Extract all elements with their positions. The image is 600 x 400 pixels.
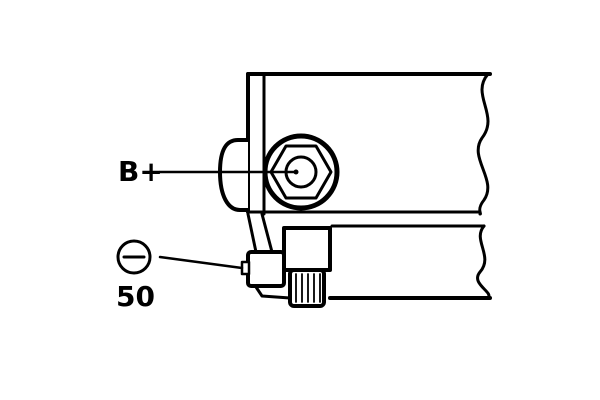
terminal-50-leader bbox=[158, 255, 244, 270]
terminal-50-connector bbox=[240, 250, 286, 288]
b-plus-label: B+ bbox=[118, 155, 163, 188]
b-plus-leader bbox=[158, 169, 299, 175]
knurled-knob bbox=[288, 268, 326, 308]
housing-upper bbox=[246, 72, 492, 216]
terminal-50-label: 50 bbox=[116, 280, 155, 313]
solenoid-cap bbox=[282, 226, 332, 272]
minus-in-circle-icon bbox=[116, 239, 152, 275]
housing-lower bbox=[328, 224, 492, 300]
terminal-boss bbox=[218, 138, 250, 212]
